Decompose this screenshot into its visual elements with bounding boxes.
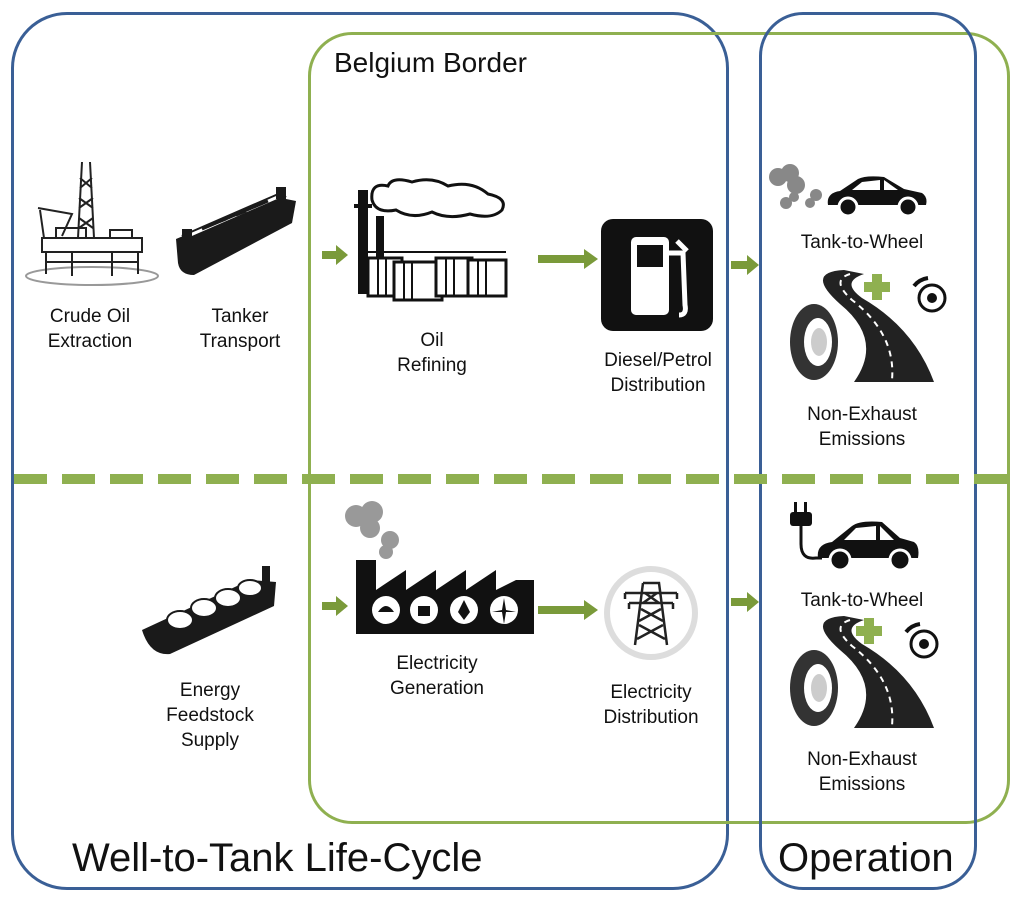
well-to-tank-frame — [11, 12, 729, 890]
label-line: Transport — [199, 331, 281, 352]
label-line: Non-Exhaust — [807, 749, 917, 770]
label-line: Generation — [389, 678, 484, 699]
label-line: Distribution — [603, 707, 699, 728]
arrow-to-fuel-distribution — [538, 249, 598, 269]
label-line: Extraction — [47, 331, 133, 352]
road-tire-icon — [790, 616, 939, 728]
label-line: Emissions — [818, 429, 906, 450]
car-exhaust-icon — [769, 164, 927, 218]
pylon-icon — [604, 566, 698, 660]
tank-to-wheel-label-fossil: Tank-to-Wheel — [800, 232, 924, 253]
tank-to-wheel-label-electric: Tank-to-Wheel — [800, 590, 924, 611]
well-to-tank-title: Well-to-Tank Life-Cycle — [72, 836, 483, 880]
arrow-to-operation-electric — [731, 592, 759, 612]
electricity-generation-label: Electricity Generation — [372, 651, 502, 701]
arrow-to-electricity-distribution — [538, 600, 598, 620]
power-plant-icon — [345, 501, 534, 634]
operation-frame — [759, 12, 977, 890]
label-line: Non-Exhaust — [807, 404, 917, 425]
arrow-to-generation — [322, 596, 348, 616]
operation-title: Operation — [778, 836, 954, 880]
label-line: Feedstock — [166, 705, 254, 726]
lng-ship-icon — [142, 566, 276, 655]
label-line: Electricity — [610, 682, 692, 703]
arrow-to-refining — [322, 245, 348, 265]
tanker-transport-label: Tanker Transport — [180, 304, 300, 354]
oil-rig-icon — [25, 161, 159, 286]
tanker-ship-icon — [176, 187, 296, 275]
label-line: Energy — [179, 680, 241, 701]
arrow-to-operation-fossil — [731, 255, 759, 275]
road-tire-icon — [790, 270, 947, 382]
label-line: Emissions — [818, 774, 906, 795]
label-line: Tanker — [211, 306, 269, 327]
fuel-pump-icon — [601, 219, 713, 331]
plug-car-icon — [790, 502, 919, 572]
label-line: Oil — [420, 330, 444, 351]
oil-refining-label: Oil Refining — [372, 328, 492, 378]
label-line: Crude Oil — [49, 306, 131, 327]
energy-feedstock-supply-label: Energy Feedstock Supply — [150, 678, 270, 753]
label-line: Electricity — [396, 653, 478, 674]
electricity-distribution-label: Electricity Distribution — [586, 680, 716, 730]
label-line: Distribution — [610, 375, 706, 396]
non-exhaust-label-fossil: Non-Exhaust Emissions — [792, 402, 932, 452]
label-line: Diesel/Petrol — [604, 350, 712, 371]
belgium-border-frame — [308, 32, 1010, 824]
label-line: Supply — [180, 730, 240, 751]
refinery-icon — [354, 178, 508, 302]
belgium-border-title: Belgium Border — [334, 47, 527, 78]
pathway-divider — [14, 474, 1010, 484]
label-line: Refining — [397, 355, 467, 376]
fuel-distribution-label: Diesel/Petrol Distribution — [588, 348, 728, 398]
crude-oil-extraction-label: Crude Oil Extraction — [30, 304, 150, 354]
non-exhaust-label-electric: Non-Exhaust Emissions — [792, 747, 932, 797]
